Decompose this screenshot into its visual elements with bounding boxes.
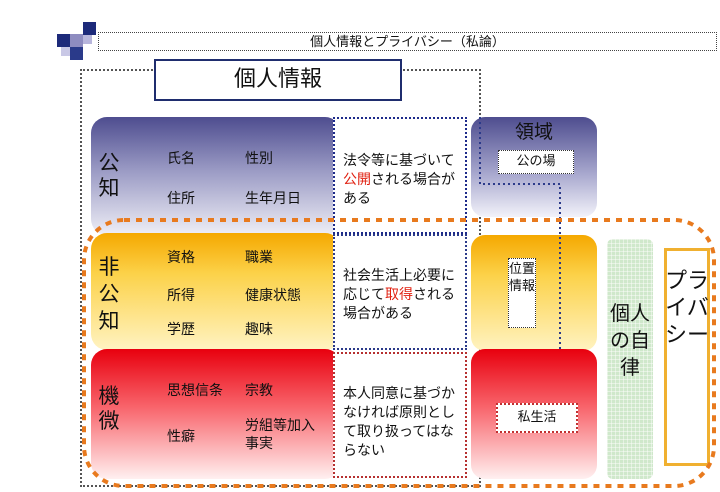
item-birthdate: 生年月日 <box>245 191 301 207</box>
item-union-membership: 労組等加入事実 <box>245 418 315 452</box>
band-sensitive <box>91 349 341 479</box>
item-gender: 性別 <box>245 151 273 167</box>
page-title: 個人情報 <box>154 59 402 101</box>
row-label-public: 公知 <box>98 151 120 200</box>
privacy-box <box>664 248 710 466</box>
header-title: 個人情報とプライバシー（私論） <box>98 32 717 51</box>
item-qualification: 資格 <box>167 250 195 266</box>
item-address: 住所 <box>167 191 195 207</box>
description-public: 法令等に基づいて公開される場合がある <box>333 117 467 234</box>
item-belief: 思想信条 <box>167 383 223 399</box>
private-life-box: 私生活 <box>496 403 578 433</box>
privacy-label: プライバシー <box>664 269 709 348</box>
band-public <box>91 117 341 235</box>
autonomy-box <box>607 239 653 479</box>
row-label-non-public: 非公知 <box>98 255 120 333</box>
item-health: 健康状態 <box>245 288 301 304</box>
public-domain-connector <box>479 117 561 351</box>
item-name: 氏名 <box>167 151 195 167</box>
logo <box>57 22 101 62</box>
description-non-public: 社会生活上必要に応じて取得される場合がある <box>333 234 467 350</box>
item-sexual-orientation: 性癖 <box>167 429 195 445</box>
item-religion: 宗教 <box>245 383 273 399</box>
band-non-public <box>91 233 341 350</box>
item-occupation: 職業 <box>245 250 273 266</box>
domain-title: 領域 <box>514 121 553 143</box>
autonomy-label: 個人の自律 <box>610 301 650 379</box>
description-sensitive: 本人同意に基づかなければ原則として取り扱ってはならない <box>333 352 467 478</box>
location-info-box: 位置情報 <box>508 258 536 328</box>
row-label-sensitive: 機微 <box>98 384 120 433</box>
item-income: 所得 <box>167 288 195 304</box>
item-hobby: 趣味 <box>245 322 273 338</box>
public-place-box: 公の場 <box>498 150 574 174</box>
item-education: 学歴 <box>167 322 195 338</box>
privacy-scope-outline <box>82 218 716 488</box>
